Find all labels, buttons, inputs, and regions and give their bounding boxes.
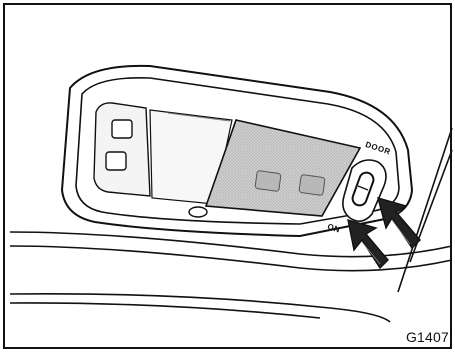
lens-bulb-left — [255, 170, 281, 191]
left-compartment — [94, 103, 150, 196]
arrow-upper — [378, 198, 420, 248]
pillar-line-inner — [410, 150, 452, 262]
figure-code: G1407 — [406, 329, 449, 345]
left-button-lower — [106, 152, 126, 170]
trim-curve-2 — [10, 303, 320, 318]
left-button-upper — [112, 120, 132, 138]
lens-bulb-right — [299, 174, 325, 195]
headliner-curve-1 — [10, 232, 452, 257]
clip — [189, 207, 207, 217]
arrow-lower — [348, 220, 388, 268]
